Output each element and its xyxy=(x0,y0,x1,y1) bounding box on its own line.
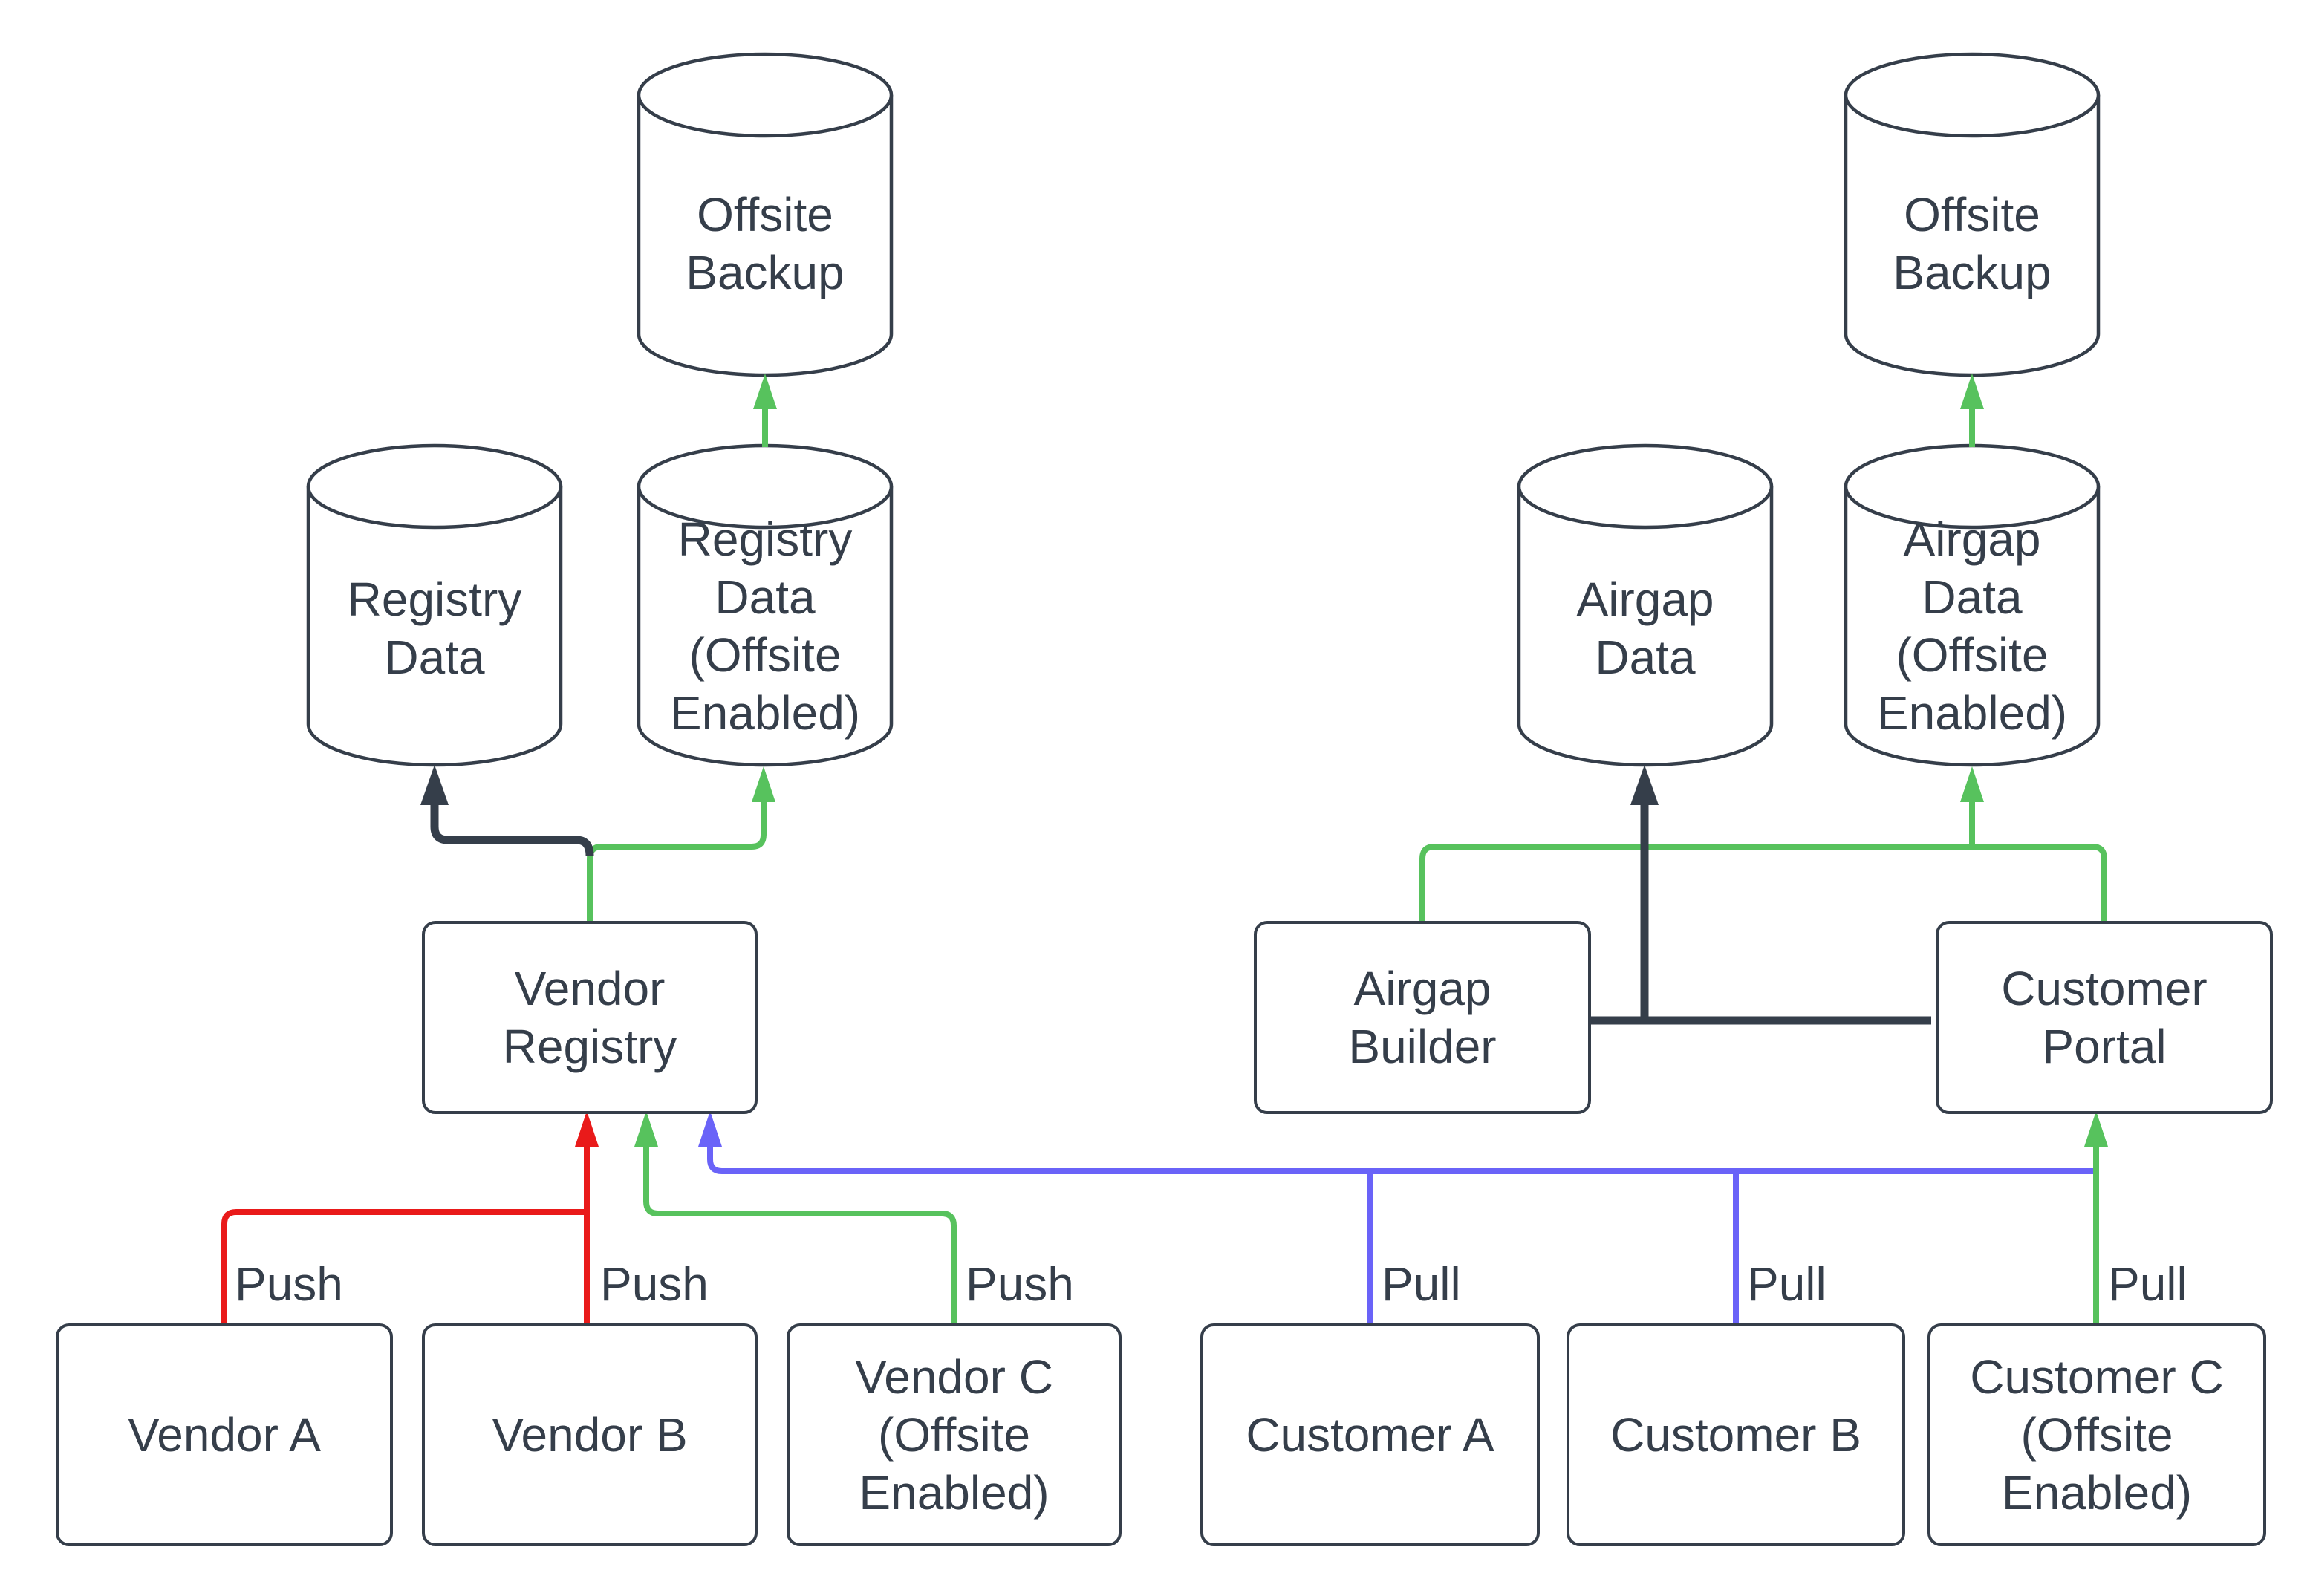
arrowhead-up-icon xyxy=(420,765,449,805)
edge-vendor-a-push xyxy=(221,1209,584,1323)
edge-label-vendor-b-push: Push xyxy=(600,1257,709,1311)
cylinder-registry-data xyxy=(306,443,563,767)
node-customer-b: Customer B xyxy=(1567,1323,1905,1546)
cylinder-airgap-data-offsite xyxy=(1844,443,2101,767)
arrowhead-up-icon xyxy=(698,1111,722,1147)
edge-pull-trunk xyxy=(707,1147,2096,1174)
label-registry-data: Registry Data xyxy=(347,573,522,685)
label-airgap-data: Airgap Data xyxy=(1576,573,1714,685)
edge-builder-portal-link xyxy=(1419,844,2107,922)
cylinder-top xyxy=(1517,443,1774,530)
cylinder-top xyxy=(1844,52,2101,138)
label-offsite-backup-right: Offsite Backup xyxy=(1893,188,2052,300)
cylinder-registry-data-offsite xyxy=(637,443,894,767)
node-vendor-c: Vendor C (Offsite Enabled) xyxy=(787,1323,1122,1546)
cylinder-body xyxy=(1844,486,2101,767)
node-customer-portal: Customer Portal xyxy=(1936,921,2273,1114)
cylinder-offsite-backup-left xyxy=(637,52,894,377)
arrowhead-up-icon xyxy=(575,1111,599,1147)
edge-registry-to-registry-data xyxy=(430,805,594,856)
cylinder-airgap-data xyxy=(1517,443,1774,767)
arrowhead-up-icon xyxy=(1960,766,1984,802)
edge-label-customer-a-pull: Pull xyxy=(1382,1257,1461,1311)
node-airgap-builder: Airgap Builder xyxy=(1254,921,1591,1114)
edge-registry-to-offsite-store xyxy=(587,802,767,922)
edge-label-customer-b-pull: Pull xyxy=(1747,1257,1826,1311)
label-airgap-data-offsite: Airgap Data (Offsite Enabled) xyxy=(1876,512,2068,740)
node-vendor-registry: Vendor Registry xyxy=(422,921,758,1114)
edge-label-vendor-a-push: Push xyxy=(235,1257,343,1311)
cylinder-offsite-backup-right xyxy=(1844,52,2101,377)
cylinder-top xyxy=(637,52,894,138)
label-registry-data-offsite: Registry Data (Offsite Enabled) xyxy=(669,512,861,740)
node-vendor-b: Vendor B xyxy=(422,1323,758,1546)
edge-vendor-c-push xyxy=(643,1147,957,1323)
node-customer-c: Customer C (Offsite Enabled) xyxy=(1928,1323,2266,1546)
label-offsite-backup-left: Offsite Backup xyxy=(686,188,845,300)
cylinder-body xyxy=(1517,486,1774,767)
cylinder-top xyxy=(306,443,563,530)
cylinder-body xyxy=(637,486,894,767)
arrowhead-up-icon xyxy=(2084,1111,2108,1147)
arrowhead-up-icon xyxy=(752,766,775,802)
node-vendor-a: Vendor A xyxy=(56,1323,393,1546)
node-customer-a: Customer A xyxy=(1200,1323,1540,1546)
arrowhead-up-icon xyxy=(1630,765,1659,805)
edge-label-vendor-c-push: Push xyxy=(966,1257,1074,1311)
edge-label-customer-c-pull: Pull xyxy=(2108,1257,2187,1311)
arrowhead-up-icon xyxy=(1960,374,1984,409)
arrowhead-up-icon xyxy=(753,374,777,409)
arrowhead-up-icon xyxy=(634,1111,658,1147)
